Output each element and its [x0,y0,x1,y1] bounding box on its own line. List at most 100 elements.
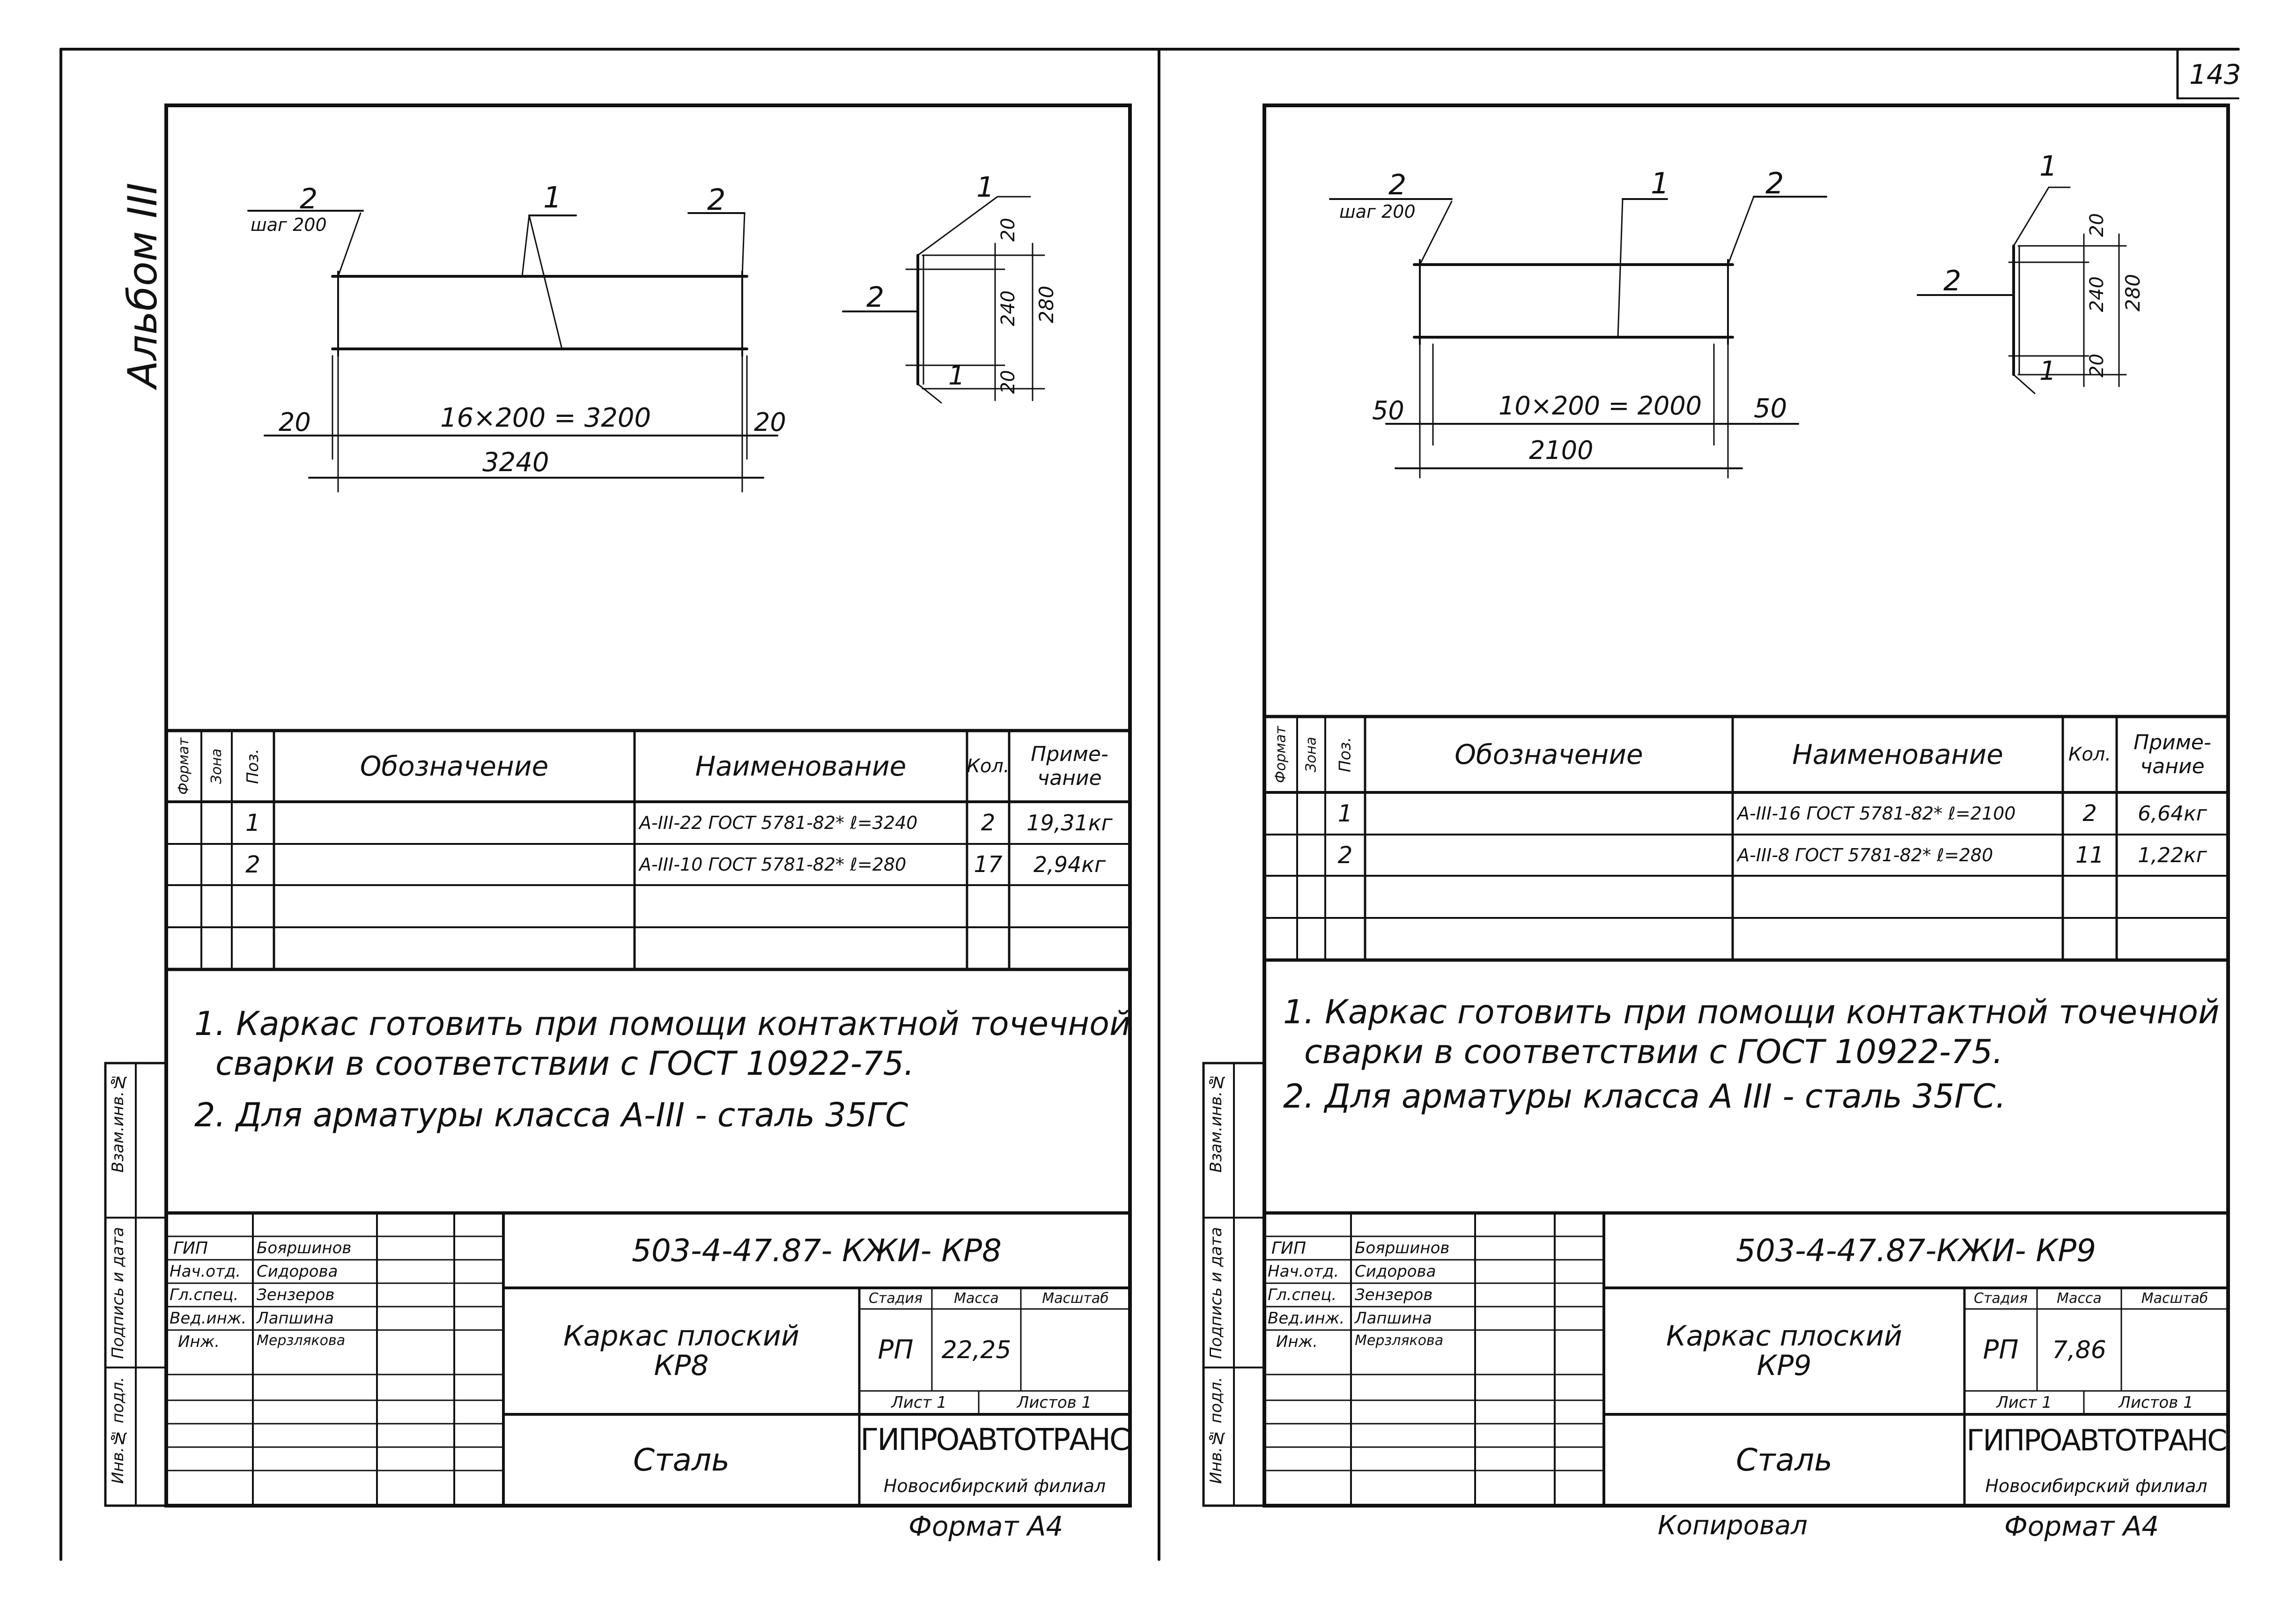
dim-right: 50 [1754,393,1787,424]
dim-left: 50 [1372,396,1404,425]
callout-pos2-left: 2 [1388,169,1407,201]
section-pos1: 1 [2039,150,2058,183]
side-label-replace: Взам.инв.№ [109,1072,127,1173]
mass-label: Масса [2057,1290,2102,1307]
section-d3: 20 [2086,354,2108,377]
row-name: А-III-8 ГОСТ 5781-82* ℓ=280 [1737,845,1993,865]
role-head: Нач.отд. [1268,1262,1339,1281]
name-5: Мерзлякова [257,1332,346,1349]
role-chief: Гл.спец. [1268,1286,1337,1304]
row-qty: 2 [2082,800,2097,827]
role-chief: Гл.спец. [170,1286,239,1304]
name-2: Сидорова [257,1262,338,1281]
col-header-note: Приме- чание [2134,731,2211,778]
name-3: Зензеров [257,1286,335,1304]
row-qty: 11 [2075,842,2104,868]
row-name: А-III-10 ГОСТ 5781-82* ℓ=280 [639,854,907,875]
dim-mid: 16×200 = 3200 [440,403,651,433]
name-2: Сидорова [1355,1262,1436,1281]
side-label-replace: Взам.инв.№ [1207,1072,1226,1173]
name-4: Лапшина [257,1309,334,1328]
section-pos1-bottom: 1 [948,361,965,391]
callout-step: шаг 200 [1339,201,1416,222]
format-label: Формат А4 [2004,1510,2159,1542]
side-label-inv: Инв.№ подл. [1207,1377,1226,1484]
mass-label: Масса [954,1290,999,1307]
sheet-count: Листов 1 [1017,1393,1092,1412]
callout-pos2-left: 2 [300,183,318,215]
role-gip: ГИП [173,1239,208,1258]
callout-pos2-right: 2 [707,183,726,217]
section-d1: 20 [2086,213,2108,237]
side-label-sign: Подпись и дата [109,1227,127,1359]
copied-by-label: Копировал [1658,1510,1808,1541]
row-qty: 17 [974,851,1003,878]
format-label: Формат А4 [908,1510,1063,1542]
material: Сталь [1735,1442,1833,1478]
dim-left: 20 [279,407,311,437]
album-label: Альбом III [119,183,166,388]
col-header-note: Приме- чание [1031,742,1108,790]
name-3: Зензеров [1355,1286,1433,1304]
section-d2: 240 [997,290,1019,326]
row-pos: 2 [245,851,260,878]
stage-label: Стадия [868,1290,923,1307]
side-label-inv: Инв.№ подл. [109,1377,127,1484]
note-line-3: 2. Для арматуры класса А III - сталь 35Г… [1283,1077,2006,1116]
mass-value: 22,25 [941,1336,1011,1364]
name-1: Бояршинов [257,1239,352,1257]
scale-label: Масштаб [2141,1290,2208,1307]
row-note: 6,64кг [2138,801,2207,826]
col-header-zone: Зона [1303,737,1320,772]
section-d1: 20 [997,218,1019,242]
section-pos1-bottom: 1 [2039,356,2056,386]
dim-mid: 10×200 = 2000 [1499,391,1702,421]
note-line-1: 1. Каркас готовить при помощи контактной… [194,1005,1131,1043]
row-name: А-III-22 ГОСТ 5781-82* ℓ=3240 [639,813,918,833]
name-4: Лапшина [1355,1309,1432,1328]
role-eng: Инж. [178,1332,220,1351]
drawing-title: Каркас плоский КР8 [563,1320,800,1382]
name-5: Мерзлякова [1355,1332,1444,1349]
section-pos2: 2 [866,281,885,314]
drawing-title: Каркас плоский КР9 [1666,1320,1903,1382]
callout-pos2-right: 2 [1765,166,1784,200]
organization: ГИПРОАВТОТРАНС [860,1423,1130,1457]
role-lead: Вед.инж. [1268,1309,1345,1328]
callout-pos1: 1 [1651,166,1669,200]
col-header-designation: Обозначение [1454,739,1643,770]
callout-pos1: 1 [543,180,562,214]
name-1: Бояршинов [1355,1239,1450,1257]
row-pos: 2 [1337,842,1353,869]
row-name: А-III-16 ГОСТ 5781-82* ℓ=2100 [1737,803,2016,824]
stage-label: Стадия [1973,1290,2028,1307]
sheet-number: Лист 1 [891,1393,947,1412]
note-line-2: сварки в соответствии с ГОСТ 10922-75. [215,1044,915,1083]
page-number: 143 [2189,59,2241,90]
branch: Новосибирский филиал [1985,1475,2207,1496]
stage-value: РП [878,1335,914,1365]
note-line-1: 1. Каркас готовить при помощи контактной… [1283,993,2220,1031]
stage-value: РП [1983,1335,2019,1365]
dim-total: 2100 [1529,436,1594,465]
sheet-number: Лист 1 [1996,1393,2052,1412]
col-header-designation: Обозначение [360,750,549,782]
section-pos1: 1 [976,171,995,204]
sheet-count: Листов 1 [2119,1393,2193,1412]
branch: Новосибирский филиал [883,1475,1106,1496]
role-gip: ГИП [1271,1239,1307,1258]
col-header-format: Формат [176,738,192,795]
row-note: 19,31кг [1026,810,1113,835]
section-total: 280 [2121,274,2144,312]
section-d2: 240 [2086,276,2108,312]
note-line-3: 2. Для арматуры класса А-III - сталь 35Г… [194,1096,908,1134]
side-label-sign: Подпись и дата [1207,1227,1226,1359]
note-line-2: сварки в соответствии с ГОСТ 10922-75. [1304,1033,2003,1071]
col-header-pos: Поз. [244,748,262,784]
scale-label: Масштаб [1042,1290,1109,1307]
row-note: 2,94кг [1033,852,1106,877]
role-eng: Инж. [1276,1332,1318,1351]
dim-total: 3240 [482,447,549,478]
role-head: Нач.отд. [170,1262,241,1281]
